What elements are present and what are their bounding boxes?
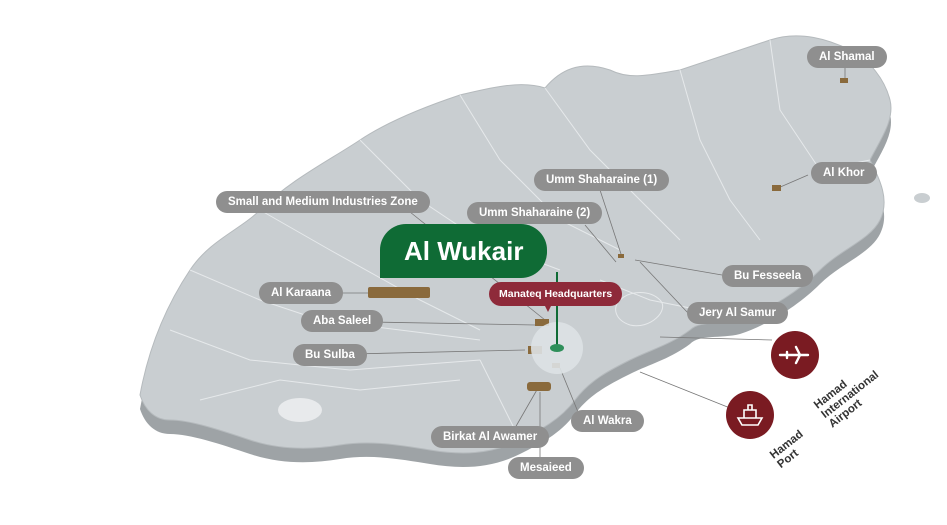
- label-jery-al-samur[interactable]: Jery Al Samur: [687, 302, 788, 324]
- label-al-wakra[interactable]: Al Wakra: [571, 410, 644, 432]
- label-birkat-al-awamer[interactable]: Birkat Al Awamer: [431, 426, 550, 448]
- label-al-karaana[interactable]: Al Karaana: [259, 282, 344, 304]
- site-marker-al-shamal: [840, 78, 848, 83]
- island: [914, 193, 930, 203]
- ship-icon: [736, 404, 764, 426]
- site-marker-aba-saleel: [535, 319, 549, 326]
- headquarters-label[interactable]: Manateq Headquarters: [489, 282, 623, 306]
- site-marker-umm-shaharaine: [618, 254, 624, 258]
- label-bu-fesseela[interactable]: Bu Fesseela: [722, 265, 814, 287]
- label-al-shamal[interactable]: Al Shamal: [807, 46, 887, 68]
- site-marker-mesaieed: [527, 382, 551, 391]
- label-smiz[interactable]: Small and Medium Industries Zone: [216, 191, 430, 213]
- island: [278, 398, 322, 422]
- airport-icon-group[interactable]: [771, 331, 819, 379]
- label-umm-shaharaine-1[interactable]: Umm Shaharaine (1): [534, 169, 670, 191]
- label-mesaieed[interactable]: Mesaieed: [508, 457, 584, 479]
- label-al-khor[interactable]: Al Khor: [811, 162, 877, 184]
- port-icon-group[interactable]: [726, 391, 774, 439]
- label-bu-sulba[interactable]: Bu Sulba: [293, 344, 367, 366]
- hq-pointer: [544, 304, 552, 312]
- site-marker-al-karaana: [368, 287, 430, 298]
- airplane-icon: [778, 345, 810, 365]
- label-umm-shaharaine-2[interactable]: Umm Shaharaine (2): [467, 202, 603, 224]
- featured-location-label[interactable]: Al Wukair: [380, 224, 548, 278]
- label-aba-saleel[interactable]: Aba Saleel: [301, 310, 384, 332]
- site-marker-al-khor: [772, 185, 781, 191]
- island: [463, 128, 481, 136]
- al-wukair-pin-dot: [550, 344, 564, 352]
